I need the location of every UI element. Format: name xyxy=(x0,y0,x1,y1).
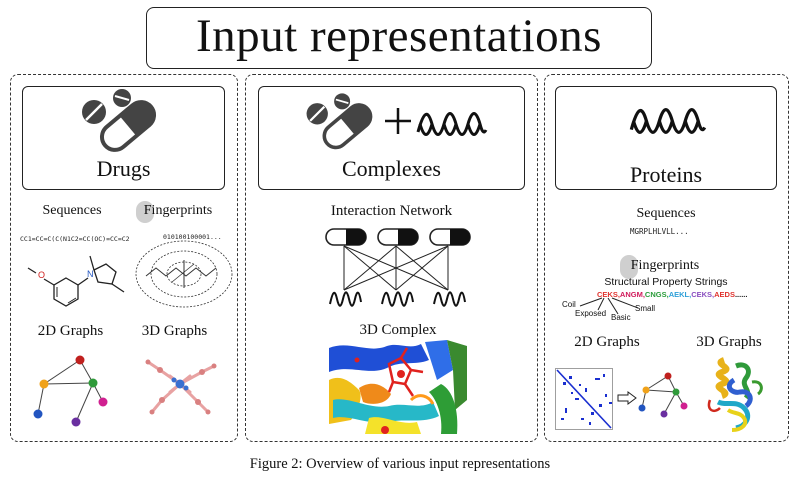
3d-complex-label: 3D Complex xyxy=(359,322,437,338)
sps-exposed-label: Exposed xyxy=(575,309,607,318)
proteins-label: Proteins xyxy=(629,162,703,187)
drug-2d-graphs-label: 2D Graphs xyxy=(37,323,104,339)
drug-sequences-label: Sequences xyxy=(42,203,102,218)
arrow-icon xyxy=(617,391,637,405)
protein-sequence-text: MGRPLHLVLL... xyxy=(630,227,689,236)
sps-basic-label: Basic xyxy=(611,313,631,322)
sps-code-list: CEKS,ANGM,CNGS,AEKL,CEKS,AEDS...... xyxy=(597,290,747,299)
fingerprint-blob xyxy=(136,201,154,223)
drug-2d-graph xyxy=(33,355,108,427)
pills-icon xyxy=(82,89,157,152)
proteins-card xyxy=(555,86,777,190)
protein-3d-graphs-label: 3D Graphs xyxy=(696,334,762,350)
sps-code: CNGS, xyxy=(644,290,669,299)
drugs-panel xyxy=(10,74,238,442)
sps-tree-lines xyxy=(579,297,639,315)
drug-3d-graph xyxy=(145,359,217,415)
sps-coil-label: Coil xyxy=(562,300,576,309)
protein-helix-icon xyxy=(629,108,707,134)
protein-fingerprints-label: Fingerprints xyxy=(630,258,700,273)
sps-title: Structural Property Strings xyxy=(604,276,728,288)
fingerprint-blob xyxy=(620,255,638,279)
svg-text:O: O xyxy=(38,270,45,280)
proteins-panel xyxy=(544,74,789,442)
sps-small-label: Small xyxy=(635,304,656,313)
protein-sequences-label: Sequences xyxy=(636,206,696,221)
protein-helix-icon xyxy=(416,112,488,136)
drug-bitstring: 010100100001... xyxy=(163,233,222,241)
interaction-network-label: Interaction Network xyxy=(330,203,453,219)
sps-code: CEKS, xyxy=(691,290,715,299)
pills-icon xyxy=(306,93,373,150)
sps-code: AEDS xyxy=(714,290,735,299)
complexes-card xyxy=(258,86,525,190)
drug-smiles-text: CC1=CC=C(C(N1C2=CC(OC)=CC=C2 xyxy=(20,235,130,243)
sps-code: ANGM, xyxy=(619,290,645,299)
sps-code: CEKS, xyxy=(597,290,620,299)
protein-3d-structure xyxy=(707,357,763,432)
page-title: Input representations xyxy=(196,10,602,62)
drug-fingerprints-label: Fingerprints xyxy=(143,203,213,218)
complexes-panel xyxy=(245,74,538,442)
drugs-label: Drugs xyxy=(96,156,151,181)
sps-code: AEKL, xyxy=(668,290,692,299)
interaction-network xyxy=(325,228,471,307)
fingerprint-circles xyxy=(135,240,233,308)
protein-2d-graph xyxy=(638,372,688,418)
contact-map xyxy=(555,368,613,430)
figure-caption: Figure 2: Overview of various input repr… xyxy=(249,456,551,472)
title-frame xyxy=(146,7,652,69)
sps-code: ...... xyxy=(734,290,748,299)
protein-2d-graphs-label: 2D Graphs xyxy=(574,334,640,350)
plus-icon xyxy=(385,108,411,134)
3d-complex-image xyxy=(329,340,467,434)
complexes-label: Complexes xyxy=(342,156,441,181)
svg-text:N: N xyxy=(87,269,94,279)
drug-3d-graphs-label: 3D Graphs xyxy=(141,323,208,339)
molecule-structure: O N xyxy=(27,255,125,307)
